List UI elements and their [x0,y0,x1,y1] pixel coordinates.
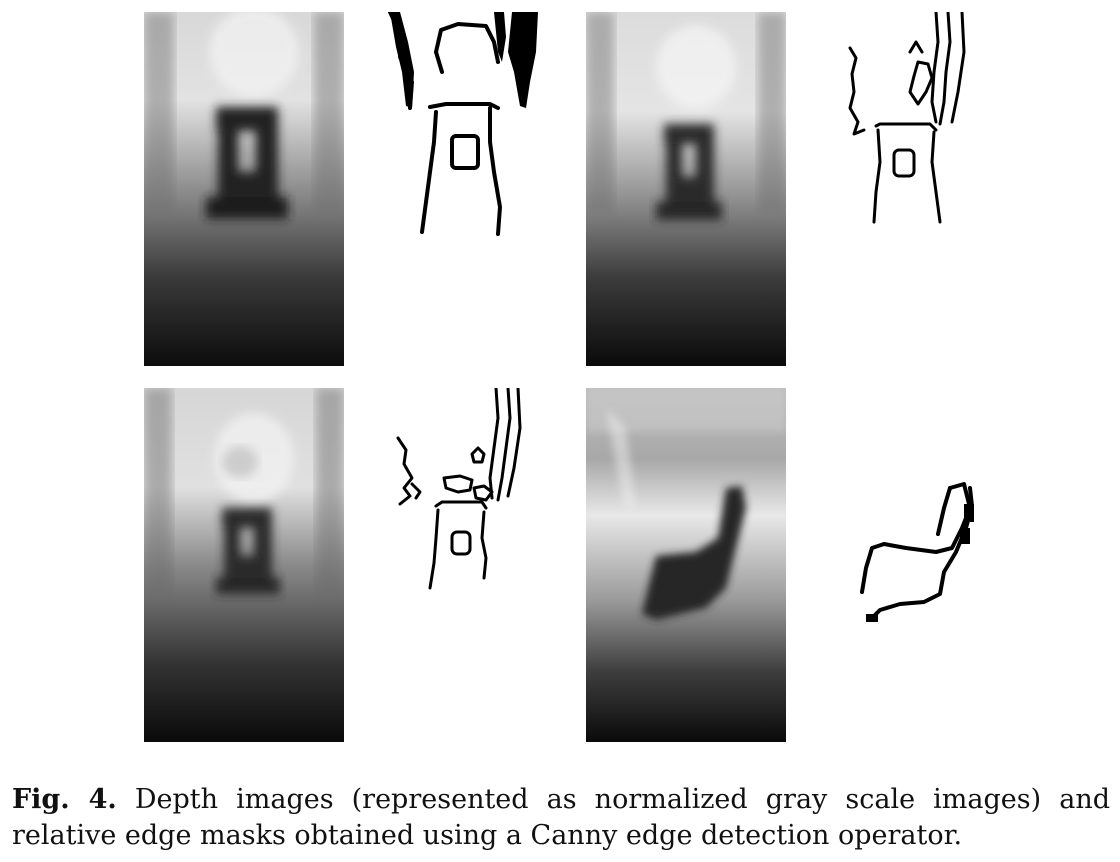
figure-caption: Fig. 4. Depth images (represented as nor… [12,782,1110,854]
edge-mask-top-left [386,12,586,366]
depth-image-bottom-right [586,388,786,742]
figure-label: Fig. 4. [12,784,117,815]
depth-image-bottom-left [144,388,344,742]
edge-mask-bottom-left [386,388,586,742]
caption-text: Depth images (represented as normalized … [12,784,1110,851]
edge-mask-top-right [840,12,1040,366]
edge-mask-bottom-right [840,388,1040,742]
depth-image-top-left [144,12,344,366]
figure [144,12,1040,742]
depth-image-top-right [586,12,786,366]
